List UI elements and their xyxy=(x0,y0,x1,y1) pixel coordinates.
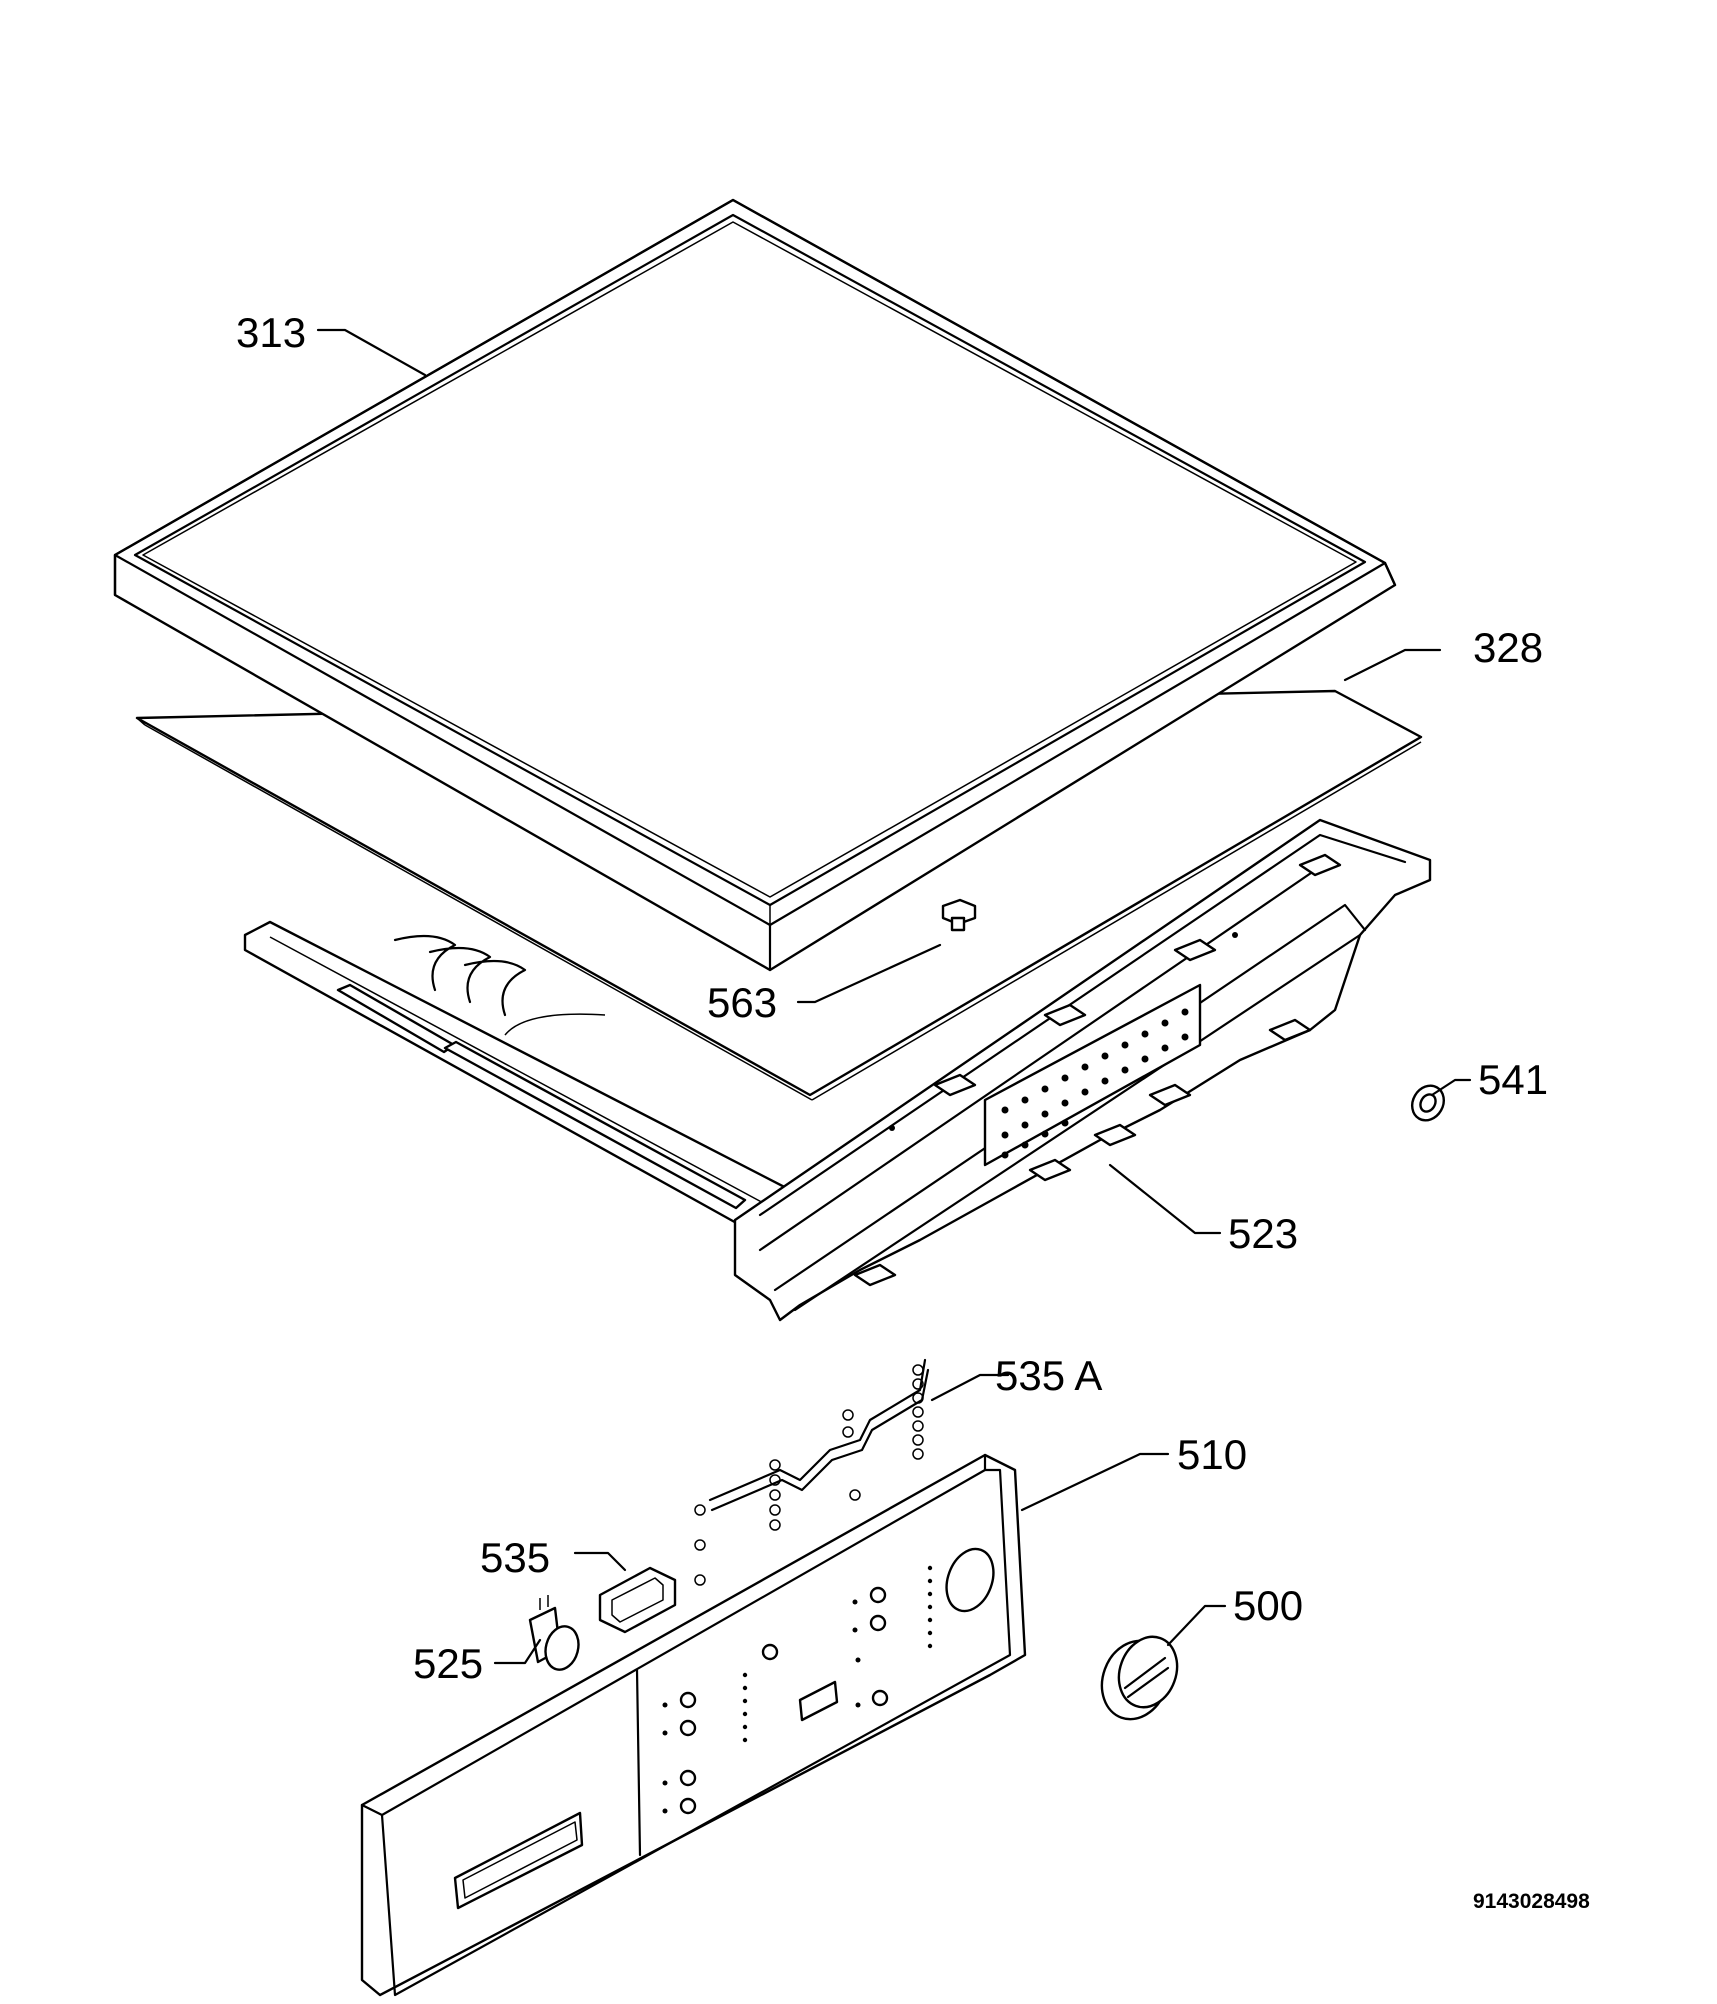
part-541-ring xyxy=(1410,1084,1446,1122)
label-500: 500 xyxy=(1233,1582,1303,1629)
panel-indicators xyxy=(662,1565,933,1814)
drawing-number: 9143028498 xyxy=(1473,1890,1590,1913)
part-labels: 313 328 563 541 523 535 A 510 535 500 52… xyxy=(236,309,1590,1913)
label-535A: 535 A xyxy=(995,1352,1102,1399)
label-535: 535 xyxy=(480,1534,550,1581)
label-328: 328 xyxy=(1473,624,1543,671)
leader-525 xyxy=(493,1638,542,1665)
part-563-clip xyxy=(941,898,977,932)
leader-535A xyxy=(930,1373,1010,1402)
frame-slots xyxy=(853,853,1342,1287)
part-313-lid xyxy=(113,198,1397,972)
label-563: 563 xyxy=(707,979,777,1026)
label-313: 313 xyxy=(236,309,306,356)
part-525-button xyxy=(528,1595,580,1671)
part-535-display xyxy=(598,1566,677,1634)
leader-523 xyxy=(1108,1163,1222,1235)
part-523-frame xyxy=(243,818,1432,1322)
leader-313 xyxy=(316,328,427,377)
panel-buttons xyxy=(679,1586,889,1815)
part-500-knob xyxy=(1100,1635,1179,1721)
part-510-panel xyxy=(360,1453,1027,1997)
label-523: 523 xyxy=(1228,1210,1298,1257)
label-541: 541 xyxy=(1478,1056,1548,1103)
leader-563 xyxy=(796,943,942,1004)
leader-lines xyxy=(316,328,1472,1665)
leader-535 xyxy=(573,1551,627,1572)
label-510: 510 xyxy=(1177,1431,1247,1478)
leader-510 xyxy=(1020,1452,1170,1512)
leader-541 xyxy=(1430,1078,1472,1097)
leader-500 xyxy=(1166,1604,1227,1647)
part-535A-led-strip xyxy=(694,1358,930,1586)
label-525: 525 xyxy=(413,1640,483,1687)
perforation-grid xyxy=(1001,1008,1189,1159)
leader-328 xyxy=(1343,648,1442,682)
